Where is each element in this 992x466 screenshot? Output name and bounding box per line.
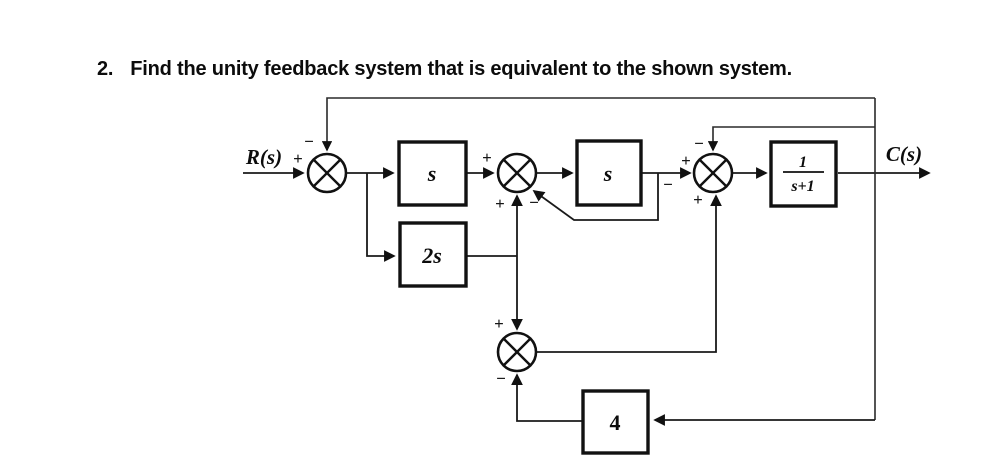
gain-block-s2: s (575, 139, 643, 207)
gain-block-2s: 2s (398, 221, 468, 288)
sign-sj4-bottom: − (496, 369, 506, 388)
summing-junction-1 (306, 152, 348, 194)
s2-tap-feedback-wire (532, 173, 659, 221)
sign-sj2-feedback: − (529, 193, 539, 212)
gain-block-s1-label: s (427, 161, 437, 186)
output-label: C(s) (886, 142, 922, 166)
sign-sj2-left: + (482, 148, 492, 167)
sign-s2-tap: − (663, 175, 673, 194)
sign-sj3-left: + (681, 151, 691, 170)
block4-to-sj4-wire (511, 373, 583, 422)
sign-sj1-left: + (293, 149, 303, 168)
problem-text: Find the unity feedback system that is e… (130, 58, 792, 80)
gain-block-4: 4 (581, 389, 650, 455)
problem-title: 2. Find the unity feedback system that i… (97, 58, 792, 81)
sign-sj2-bottom: + (495, 194, 505, 213)
summing-junction-4 (496, 331, 538, 373)
outer-feedback-wire (321, 97, 875, 152)
sign-sj4-top: + (494, 314, 504, 333)
frac-denominator: s+1 (790, 178, 814, 195)
sj3-top-feedback-wire (707, 126, 875, 152)
transfer-block-1-over-s-plus-1: 1 s+1 (769, 140, 838, 208)
gain-block-s2-label: s (603, 161, 613, 186)
sj4-to-sj3-wire (536, 194, 722, 353)
sign-sj1-top: − (304, 132, 314, 151)
summing-junction-2 (496, 152, 538, 194)
summing-junction-3 (692, 152, 734, 194)
gain-block-s1: s (397, 140, 468, 207)
frac-numerator: 1 (799, 154, 807, 171)
gain-block-4-label: 4 (610, 410, 621, 435)
sign-sj3-top: − (694, 134, 704, 153)
input-label: R(s) (245, 145, 282, 169)
branch-to-2s-wire (366, 173, 396, 262)
sign-sj3-bottom: + (693, 190, 703, 209)
problem-number: 2. (97, 58, 114, 80)
gain-block-2s-label: 2s (421, 243, 442, 268)
